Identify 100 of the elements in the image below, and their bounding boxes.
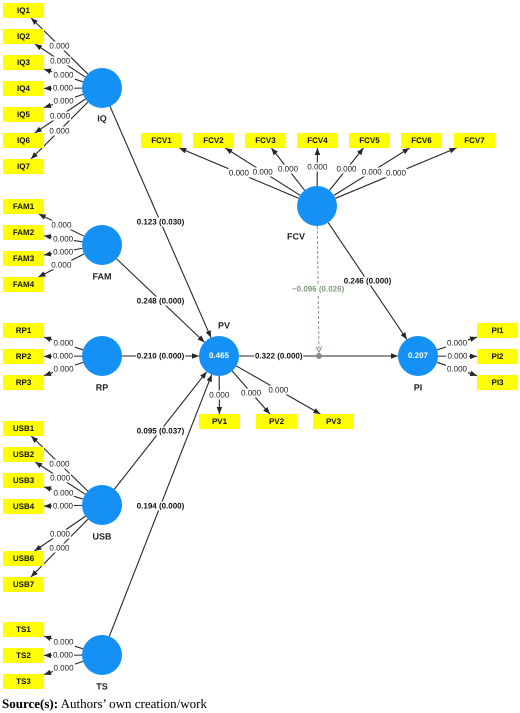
indicator-box: USB4 [3, 499, 44, 514]
construct-label: TS [96, 682, 108, 692]
arrow [270, 148, 306, 191]
indicator-box: RP3 [3, 375, 44, 390]
edge-label: 0.000 [277, 164, 300, 174]
arrow [225, 148, 300, 196]
indicator-box: FCV5 [349, 133, 390, 148]
arrow [34, 516, 86, 552]
edge-label: 0.000 [446, 352, 468, 361]
arrow [30, 518, 88, 578]
edge-label: 0.095 (0.037) [136, 426, 186, 435]
edge-label: 0.000 [48, 529, 71, 538]
edge-label: 0.246 (0.000) [342, 276, 392, 286]
indicator-box: FCV3 [245, 133, 286, 148]
edge-label: 0.000 [52, 84, 74, 93]
edge-label: 0.000 [52, 70, 74, 80]
edge-label: 0.000 [49, 112, 72, 121]
indicator-box: USB6 [3, 551, 44, 566]
edge-label: 0.210 (0.000) [136, 352, 186, 360]
indicator-box: FCV6 [401, 133, 442, 148]
edge-label: 0.000 [49, 56, 72, 65]
edge-label: 0.000 [306, 162, 328, 172]
indicator-box: FAM2 [3, 225, 44, 240]
indicator-box: IQ4 [3, 81, 44, 96]
indicator-box: USB3 [3, 473, 44, 488]
indicator-box: TS3 [3, 674, 44, 689]
edge-label: 0.000 [48, 459, 70, 468]
indicator-box: PI1 [477, 323, 518, 338]
indicator-box: USB2 [3, 447, 44, 462]
arrow [328, 222, 408, 340]
arrow [30, 18, 88, 74]
indicator-box: USB7 [3, 577, 44, 592]
edge-label: 0.000 [252, 167, 274, 176]
edge-label: 0.000 [208, 390, 230, 400]
construct-label: PV [218, 322, 230, 330]
edge-label: 0.000 [52, 234, 74, 244]
indicator-box: USB1 [3, 421, 44, 436]
indicator-box: FCV7 [454, 133, 495, 148]
edge-label: −0.096 (0.026) [290, 284, 346, 294]
dashed-arrow [316, 226, 322, 354]
edge-label: 0.322 (0.000) [254, 352, 304, 360]
indicator-box: PI2 [477, 349, 518, 364]
edge-label: 0.000 [52, 96, 75, 106]
edge-label: 0.000 [446, 338, 468, 348]
construct-label: FCV [287, 232, 305, 242]
arrow [335, 148, 457, 199]
indicator-box: FCV4 [297, 133, 338, 148]
indicator-box: FAM1 [3, 199, 44, 214]
edge-label: 0.000 [48, 126, 70, 136]
indicator-box: IQ3 [3, 55, 44, 70]
arrow [232, 370, 270, 414]
arrow [34, 462, 86, 495]
edge-label: 0.123 (0.030) [136, 218, 186, 226]
edge-label: 0.000 [52, 650, 74, 660]
construct-label: FAM [92, 272, 112, 282]
edge-label: 0.000 [384, 168, 407, 178]
indicator-box: IQ2 [3, 29, 44, 44]
indicator-box: FAM4 [3, 277, 44, 292]
edge-label: 0.000 [49, 474, 72, 483]
indicator-box: RP2 [3, 349, 44, 364]
indicator-box: FCV2 [193, 133, 234, 148]
arrow [30, 102, 88, 160]
indicator-box: PV2 [256, 414, 297, 429]
construct-label: PI [414, 384, 422, 392]
arrow [334, 148, 410, 196]
edge-label: 0.000 [52, 338, 74, 348]
indicator-box: TS2 [3, 648, 44, 663]
edge-label: 0.000 [50, 220, 72, 230]
arrow [236, 365, 321, 414]
edge-label: 0.000 [52, 364, 75, 374]
arrow [179, 148, 299, 199]
arrow [110, 106, 212, 338]
edge-label: 0.194 (0.000) [136, 501, 186, 510]
edge-label: 0.000 [335, 164, 358, 174]
indicator-box: IQ6 [3, 133, 44, 148]
edge-label: 0.000 [52, 638, 74, 647]
edge-label: 0.000 [267, 385, 290, 394]
indicator-box: IQ1 [3, 3, 44, 18]
indicator-box: FCV1 [141, 133, 182, 148]
edge-label: 0.000 [228, 168, 250, 178]
edge-label: 0.000 [52, 488, 74, 498]
arrow [38, 214, 84, 237]
indicator-box: IQ5 [3, 107, 44, 122]
edge-label: 0.000 [240, 388, 262, 397]
construct-label: RP [96, 384, 108, 392]
edge-label: 0.000 [446, 364, 468, 374]
arrow [30, 436, 88, 492]
value-label: 0.465 [208, 352, 230, 360]
edge-label: 0.248 (0.000) [136, 296, 186, 305]
arrow [108, 374, 212, 637]
construct-label: USB [92, 532, 112, 542]
indicator-box: PV3 [313, 414, 354, 429]
edge-label: 0.000 [48, 544, 70, 553]
arrow [114, 371, 208, 490]
edge-label: 0.000 [52, 352, 74, 361]
edge-label: 0.000 [52, 663, 75, 672]
edge-label: 0.000 [52, 247, 74, 256]
edge-label: 0.000 [50, 260, 72, 270]
value-label: 0.207 [408, 352, 428, 360]
indicator-box: RP1 [3, 323, 44, 338]
